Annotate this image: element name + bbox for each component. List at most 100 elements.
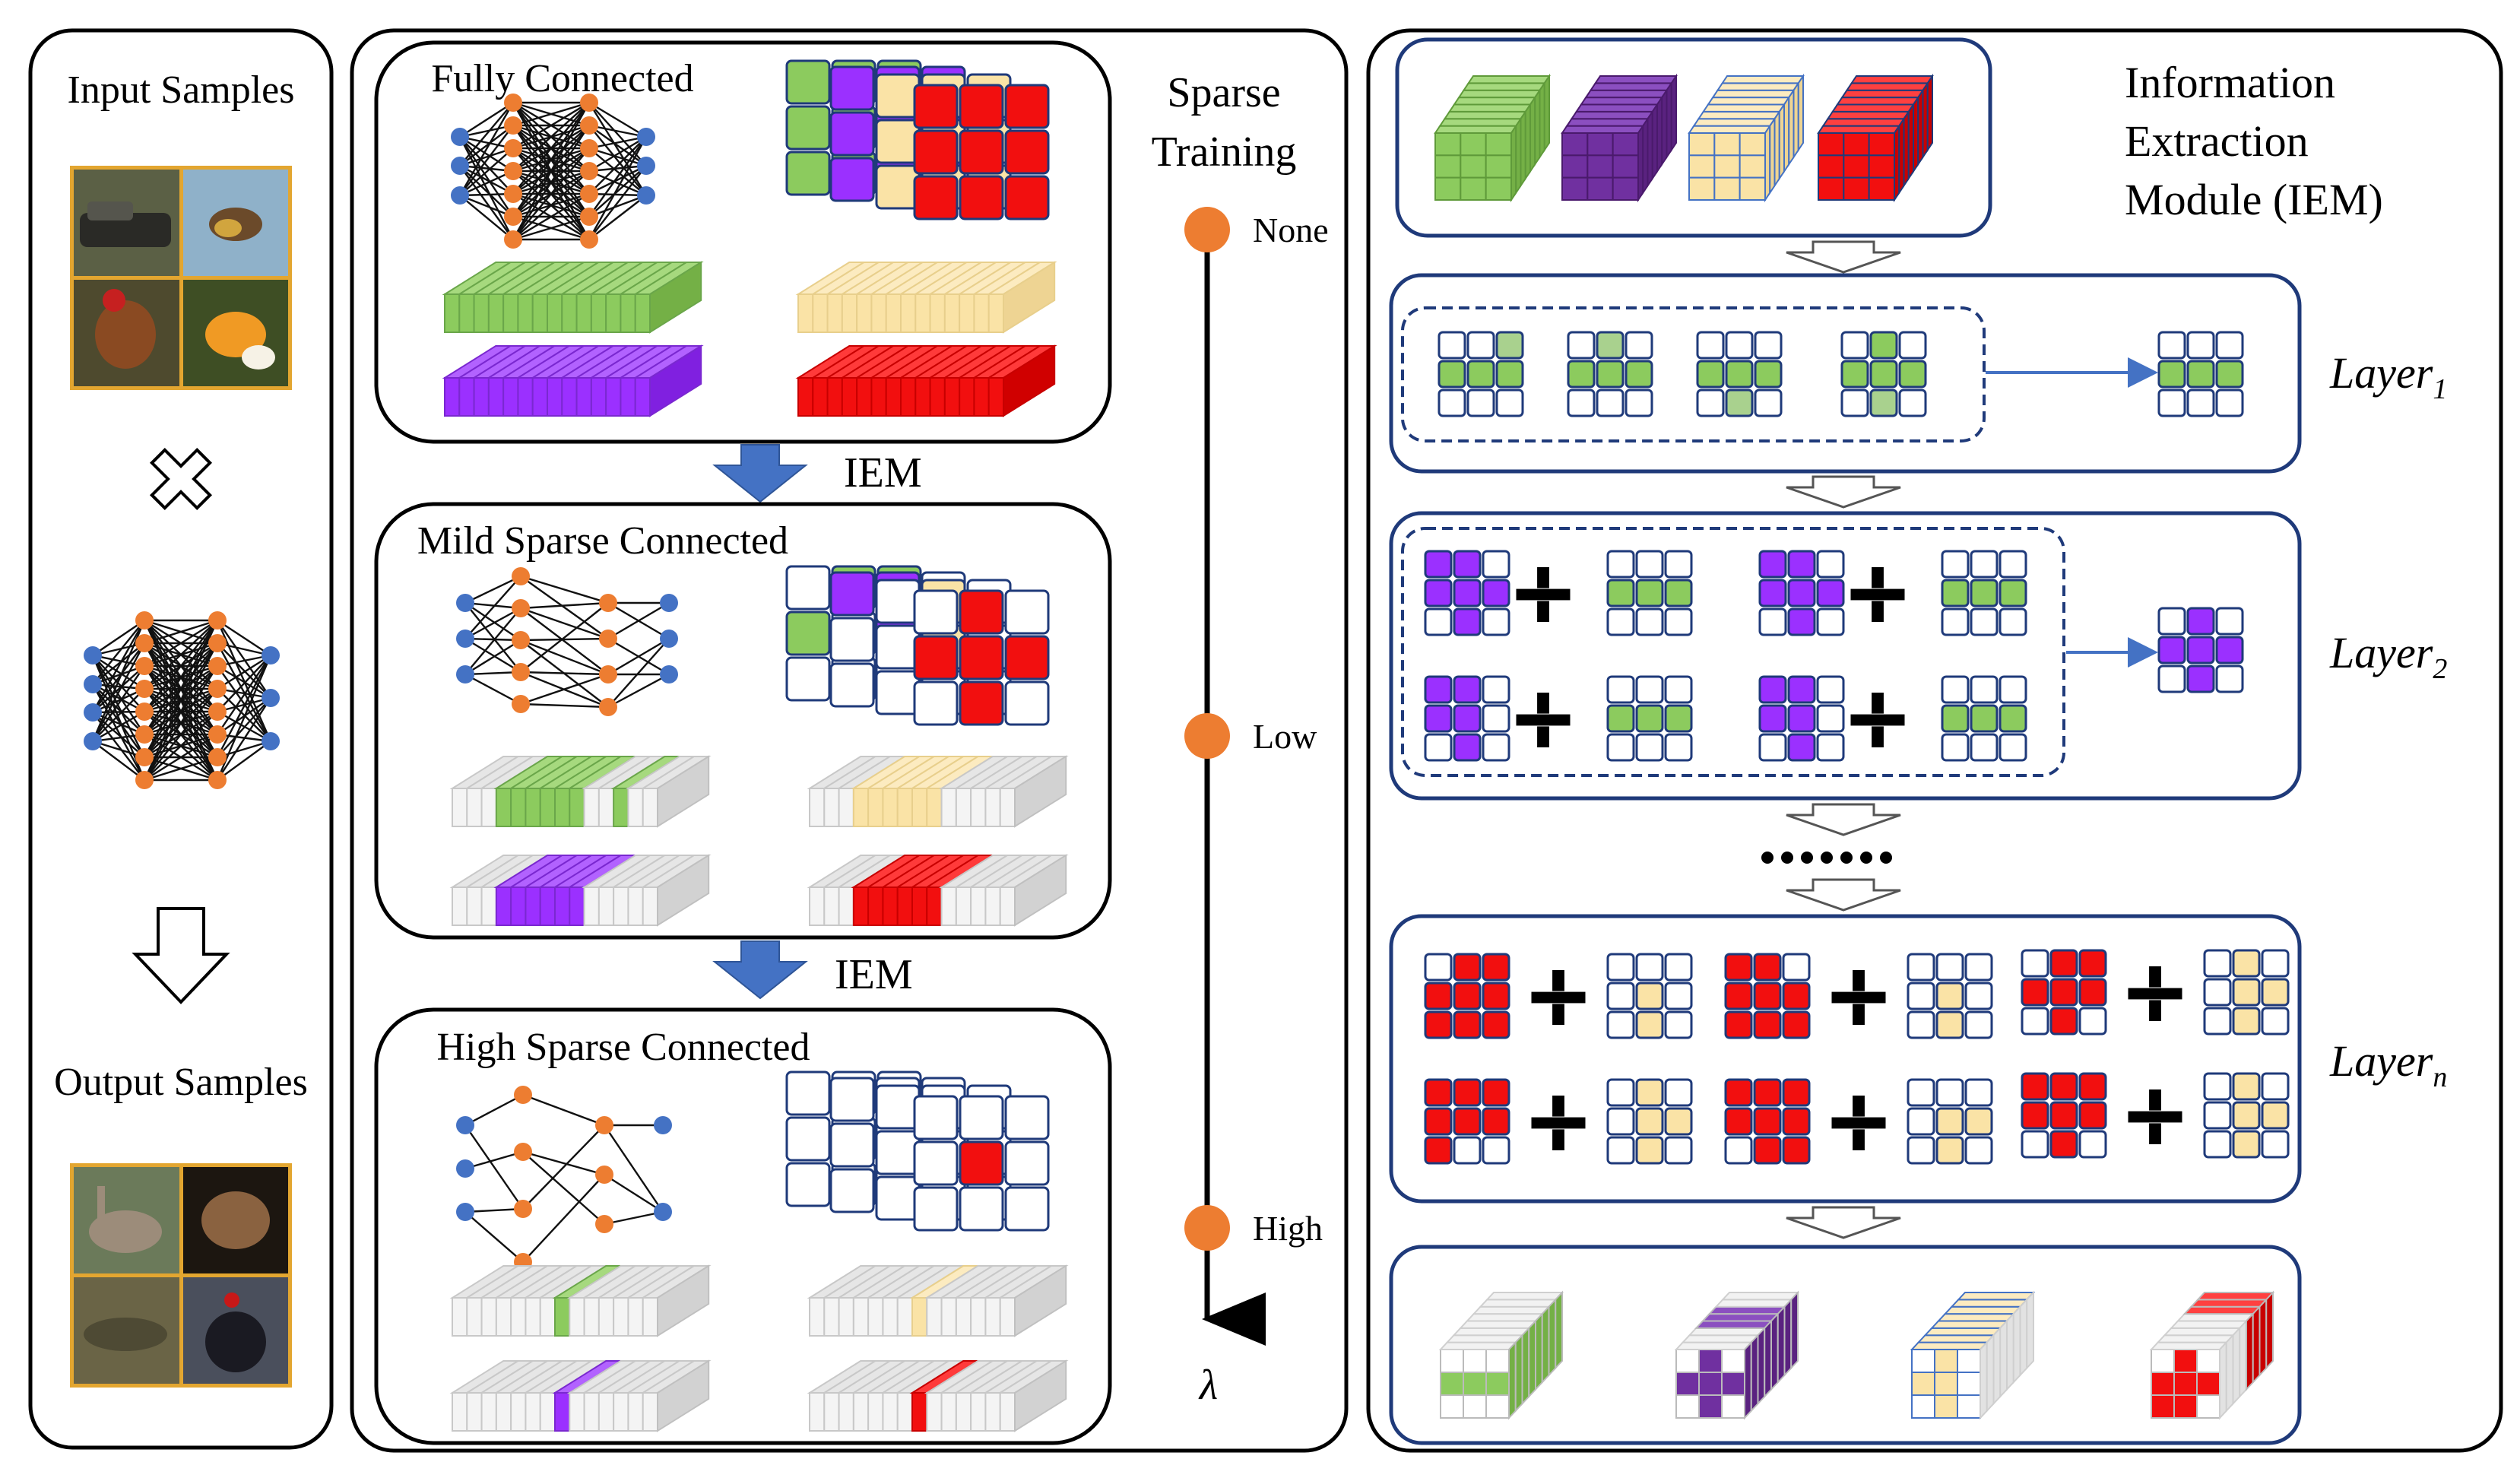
network-node xyxy=(135,611,154,630)
layer1-grids xyxy=(1438,331,2244,417)
network-node xyxy=(262,732,280,750)
layer1-label: Layer1 xyxy=(2329,348,2447,405)
output-cube xyxy=(1438,1290,1564,1420)
network-node xyxy=(654,1203,672,1221)
level-marker xyxy=(1184,713,1230,759)
mild-sparse-network xyxy=(456,567,678,716)
output-cubes xyxy=(1438,1290,2275,1420)
level-marker xyxy=(1184,1205,1230,1251)
network-node xyxy=(514,1143,532,1161)
iem-blue-arrow-2 xyxy=(712,940,808,1000)
output-image-grid xyxy=(70,1163,292,1388)
layer2-box xyxy=(1389,511,2302,801)
iem-title-line2: Extraction xyxy=(2125,116,2309,166)
network-node xyxy=(512,567,530,585)
network-node xyxy=(599,665,617,683)
input-samples-label: Input Samples xyxy=(68,68,295,112)
network-node xyxy=(262,646,280,664)
fully-connected-slabs xyxy=(442,261,1057,417)
iem-label-2: IEM xyxy=(835,951,913,998)
network-node xyxy=(580,208,598,226)
level-marker xyxy=(1184,207,1230,252)
iem-panel: Information Extraction Module (IEM) Laye… xyxy=(1366,28,2503,1453)
network-node xyxy=(208,657,227,675)
fully-connected-label: Fully Connected xyxy=(431,57,693,100)
mild-sparse-feature-maps xyxy=(785,565,1050,726)
level-label-low: Low xyxy=(1253,717,1317,756)
flow-arrow xyxy=(1786,475,1901,509)
network-node xyxy=(135,634,154,652)
fully-connected-feature-maps xyxy=(785,59,1050,220)
output-samples-label: Output Samples xyxy=(54,1061,308,1104)
iem-title-line1: Information xyxy=(2125,58,2335,107)
network-node xyxy=(504,162,522,180)
network-node xyxy=(637,157,655,175)
network-node xyxy=(456,1203,474,1221)
fully-connected-box: Fully Connected xyxy=(374,40,1112,444)
fully-connected-network xyxy=(451,94,655,249)
level-label-high: High xyxy=(1253,1209,1323,1248)
iem-blue-arrow-1 xyxy=(712,444,808,503)
network-node xyxy=(208,771,227,789)
flow-arrow xyxy=(1786,1206,1901,1239)
output-cube xyxy=(1674,1290,1800,1420)
output-cubes-box xyxy=(1389,1245,2302,1445)
network-node xyxy=(84,703,102,722)
iem-label-1: IEM xyxy=(844,449,922,496)
network-node xyxy=(580,116,598,135)
input-cube xyxy=(1688,73,1805,203)
network-node xyxy=(456,665,474,683)
input-cube xyxy=(1434,73,1551,203)
mild-sparse-label: Mild Sparse Connected xyxy=(417,519,788,563)
sparse-title-line1: Sparse xyxy=(1167,69,1280,116)
network-node xyxy=(654,1116,672,1134)
level-label-none: None xyxy=(1253,211,1329,249)
network-node xyxy=(456,630,474,648)
network-node xyxy=(595,1166,613,1184)
network-node xyxy=(135,703,154,721)
network-node xyxy=(580,162,598,180)
lambda-symbol: λ xyxy=(1198,1362,1218,1409)
high-sparse-feature-maps xyxy=(785,1070,1050,1232)
network-node xyxy=(580,94,598,112)
high-sparse-label: High Sparse Connected xyxy=(436,1026,810,1069)
network-node xyxy=(208,680,227,698)
network-node xyxy=(660,665,678,683)
network-node xyxy=(637,128,655,146)
network-node xyxy=(208,611,227,630)
network-node xyxy=(599,594,617,612)
network-node xyxy=(512,695,530,713)
mild-sparse-slabs xyxy=(449,755,1069,927)
network-node xyxy=(208,748,227,766)
input-cubes xyxy=(1434,73,1934,203)
input-output-panel: Input Samples Output Samples xyxy=(28,28,334,1450)
white-down-arrow xyxy=(132,907,230,1004)
ellipsis-dots xyxy=(1761,852,1892,864)
flow-arrow xyxy=(1786,878,1901,912)
multiply-cross-icon xyxy=(149,447,213,511)
network-node xyxy=(208,703,227,721)
mild-sparse-box: Mild Sparse Connected xyxy=(374,502,1112,940)
network-node xyxy=(504,208,522,226)
layern-box xyxy=(1389,914,2302,1204)
network-node xyxy=(660,630,678,648)
network-node xyxy=(135,748,154,766)
iem-title-line3: Module (IEM) xyxy=(2125,175,2383,224)
network-node xyxy=(135,680,154,698)
network-node xyxy=(599,630,617,648)
input-cube xyxy=(1561,73,1678,203)
network-node xyxy=(580,185,598,203)
network-node xyxy=(512,599,530,617)
sparse-title-line2: Training xyxy=(1152,128,1297,176)
network-node xyxy=(451,128,469,146)
output-cube xyxy=(2149,1290,2275,1420)
input-image-grid xyxy=(70,166,292,390)
network-node xyxy=(595,1215,613,1233)
network-node xyxy=(580,230,598,249)
network-node xyxy=(514,1200,532,1218)
network-node xyxy=(504,230,522,249)
input-cube xyxy=(1817,73,1934,203)
high-sparse-slabs xyxy=(449,1264,1069,1432)
network-node xyxy=(84,732,102,750)
network-node xyxy=(580,139,598,157)
